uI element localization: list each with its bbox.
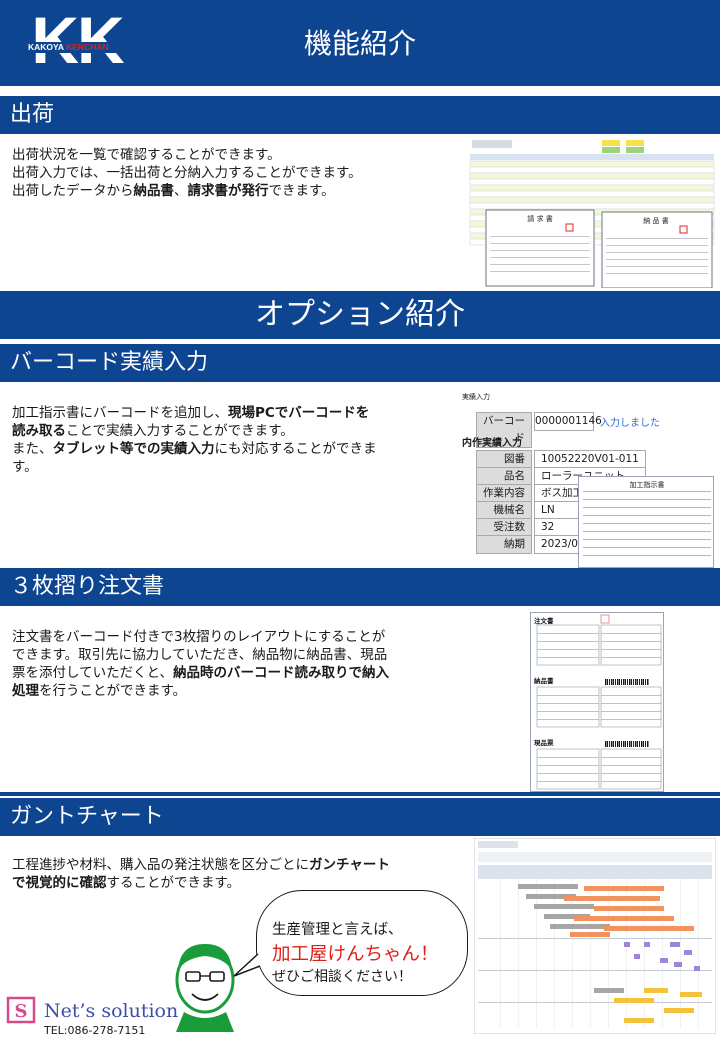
svg-text:S: S	[15, 1001, 28, 1022]
section-title-shipping: 出荷	[0, 96, 720, 134]
order-description: 注文書をバーコード付きで3枚摺りのレイアウトにすることが できます。取引先に協力…	[12, 629, 390, 699]
bubble-line-3: ぜひご相談ください！	[272, 969, 412, 985]
gantt-bar	[624, 1018, 654, 1023]
gantt-bar	[674, 962, 682, 967]
gantt-bar	[564, 896, 660, 901]
logo-letters: KK	[31, 3, 124, 77]
gantt-bar	[684, 950, 692, 955]
order-three-sheets: 注文書 納品書 現品票	[530, 612, 664, 792]
company-tel: TEL:086-278-7151	[44, 1024, 146, 1037]
invoice-label: 請 求 書	[527, 214, 552, 223]
shipping-list-image: 請 求 書 納 品 書	[466, 138, 716, 289]
speech-bubble	[256, 890, 468, 996]
gantt-bar	[644, 988, 668, 993]
gantt-bar	[660, 958, 668, 963]
gantt-bar	[534, 904, 594, 909]
barcode-description: 加工指示書にバーコードを追加し、現場PCでバーコードを 読み取ることで実績入力す…	[12, 405, 377, 475]
gantt-bar	[570, 932, 610, 937]
gantt-bar	[544, 914, 590, 919]
form-row-label: 納期	[476, 535, 532, 554]
form-header: 実績入力	[462, 393, 490, 401]
gantt-bar	[644, 942, 650, 947]
input-status: 入力しました	[600, 418, 660, 429]
gantt-bar	[634, 954, 640, 959]
section-title-barcode: バーコード実績入力	[0, 344, 720, 382]
company-name: Net’s solution	[44, 1000, 179, 1022]
gantt-bar	[604, 926, 694, 931]
gantt-bar	[624, 942, 630, 947]
gantt-bar	[594, 988, 624, 993]
form-row-value[interactable]: 10052220V01-011	[534, 450, 646, 469]
bubble-line-1: 生産管理と言えば、	[272, 922, 403, 938]
barcode-label: バーコード	[476, 412, 532, 448]
gantt-chart-screenshot	[473, 837, 717, 1035]
mascot-illustration	[168, 936, 242, 1032]
kk-logo: KK KAKOYA KENCHAN	[26, 3, 128, 78]
form-section-title: 内作実績入力	[462, 438, 522, 449]
section-title-order: ３枚摺り注文書	[0, 568, 720, 606]
company-logo-icon: S	[6, 996, 36, 1024]
delivery-label: 納 品 書	[643, 216, 668, 225]
bubble-line-2: 加工屋けんちゃん！	[272, 944, 439, 965]
logo-sub-b: KENCHAN	[66, 42, 109, 52]
gantt-bar	[664, 1008, 694, 1013]
gantt-bar	[550, 924, 610, 929]
gantt-bar	[518, 884, 578, 889]
gantt-bar	[594, 906, 664, 911]
section-title-options: オプション紹介	[0, 291, 720, 339]
page-title: 機能紹介	[303, 27, 416, 60]
form-row-label: 機械名	[476, 501, 532, 520]
form-row-label: 受注数	[476, 518, 532, 537]
gantt-bar	[574, 916, 674, 921]
gantt-bar	[526, 894, 576, 899]
barcode-input[interactable]: 0000001146	[534, 412, 602, 431]
gantt-description: 工程進捗や材料、購入品の発注状態を区分ごとにガンチャート で視覚的に確認すること…	[12, 857, 390, 891]
gantt-bar	[680, 992, 702, 997]
section-title-gantt: ガントチャート	[0, 798, 720, 836]
logo-sub-a: KAKOYA	[28, 42, 64, 52]
instruction-sheet: 加工指示書	[578, 476, 714, 568]
gantt-bar	[584, 886, 664, 891]
gantt-bar	[670, 942, 680, 947]
shipping-description: 出荷状況を一覧で確認することができます。 出荷入力では、一括出荷と分納入力するこ…	[12, 147, 362, 199]
shipping-screenshot: 請 求 書 納 品 書	[466, 138, 716, 289]
gantt-bar	[694, 966, 700, 971]
gantt-chart-image	[473, 837, 717, 1035]
gantt-bar	[614, 998, 654, 1003]
